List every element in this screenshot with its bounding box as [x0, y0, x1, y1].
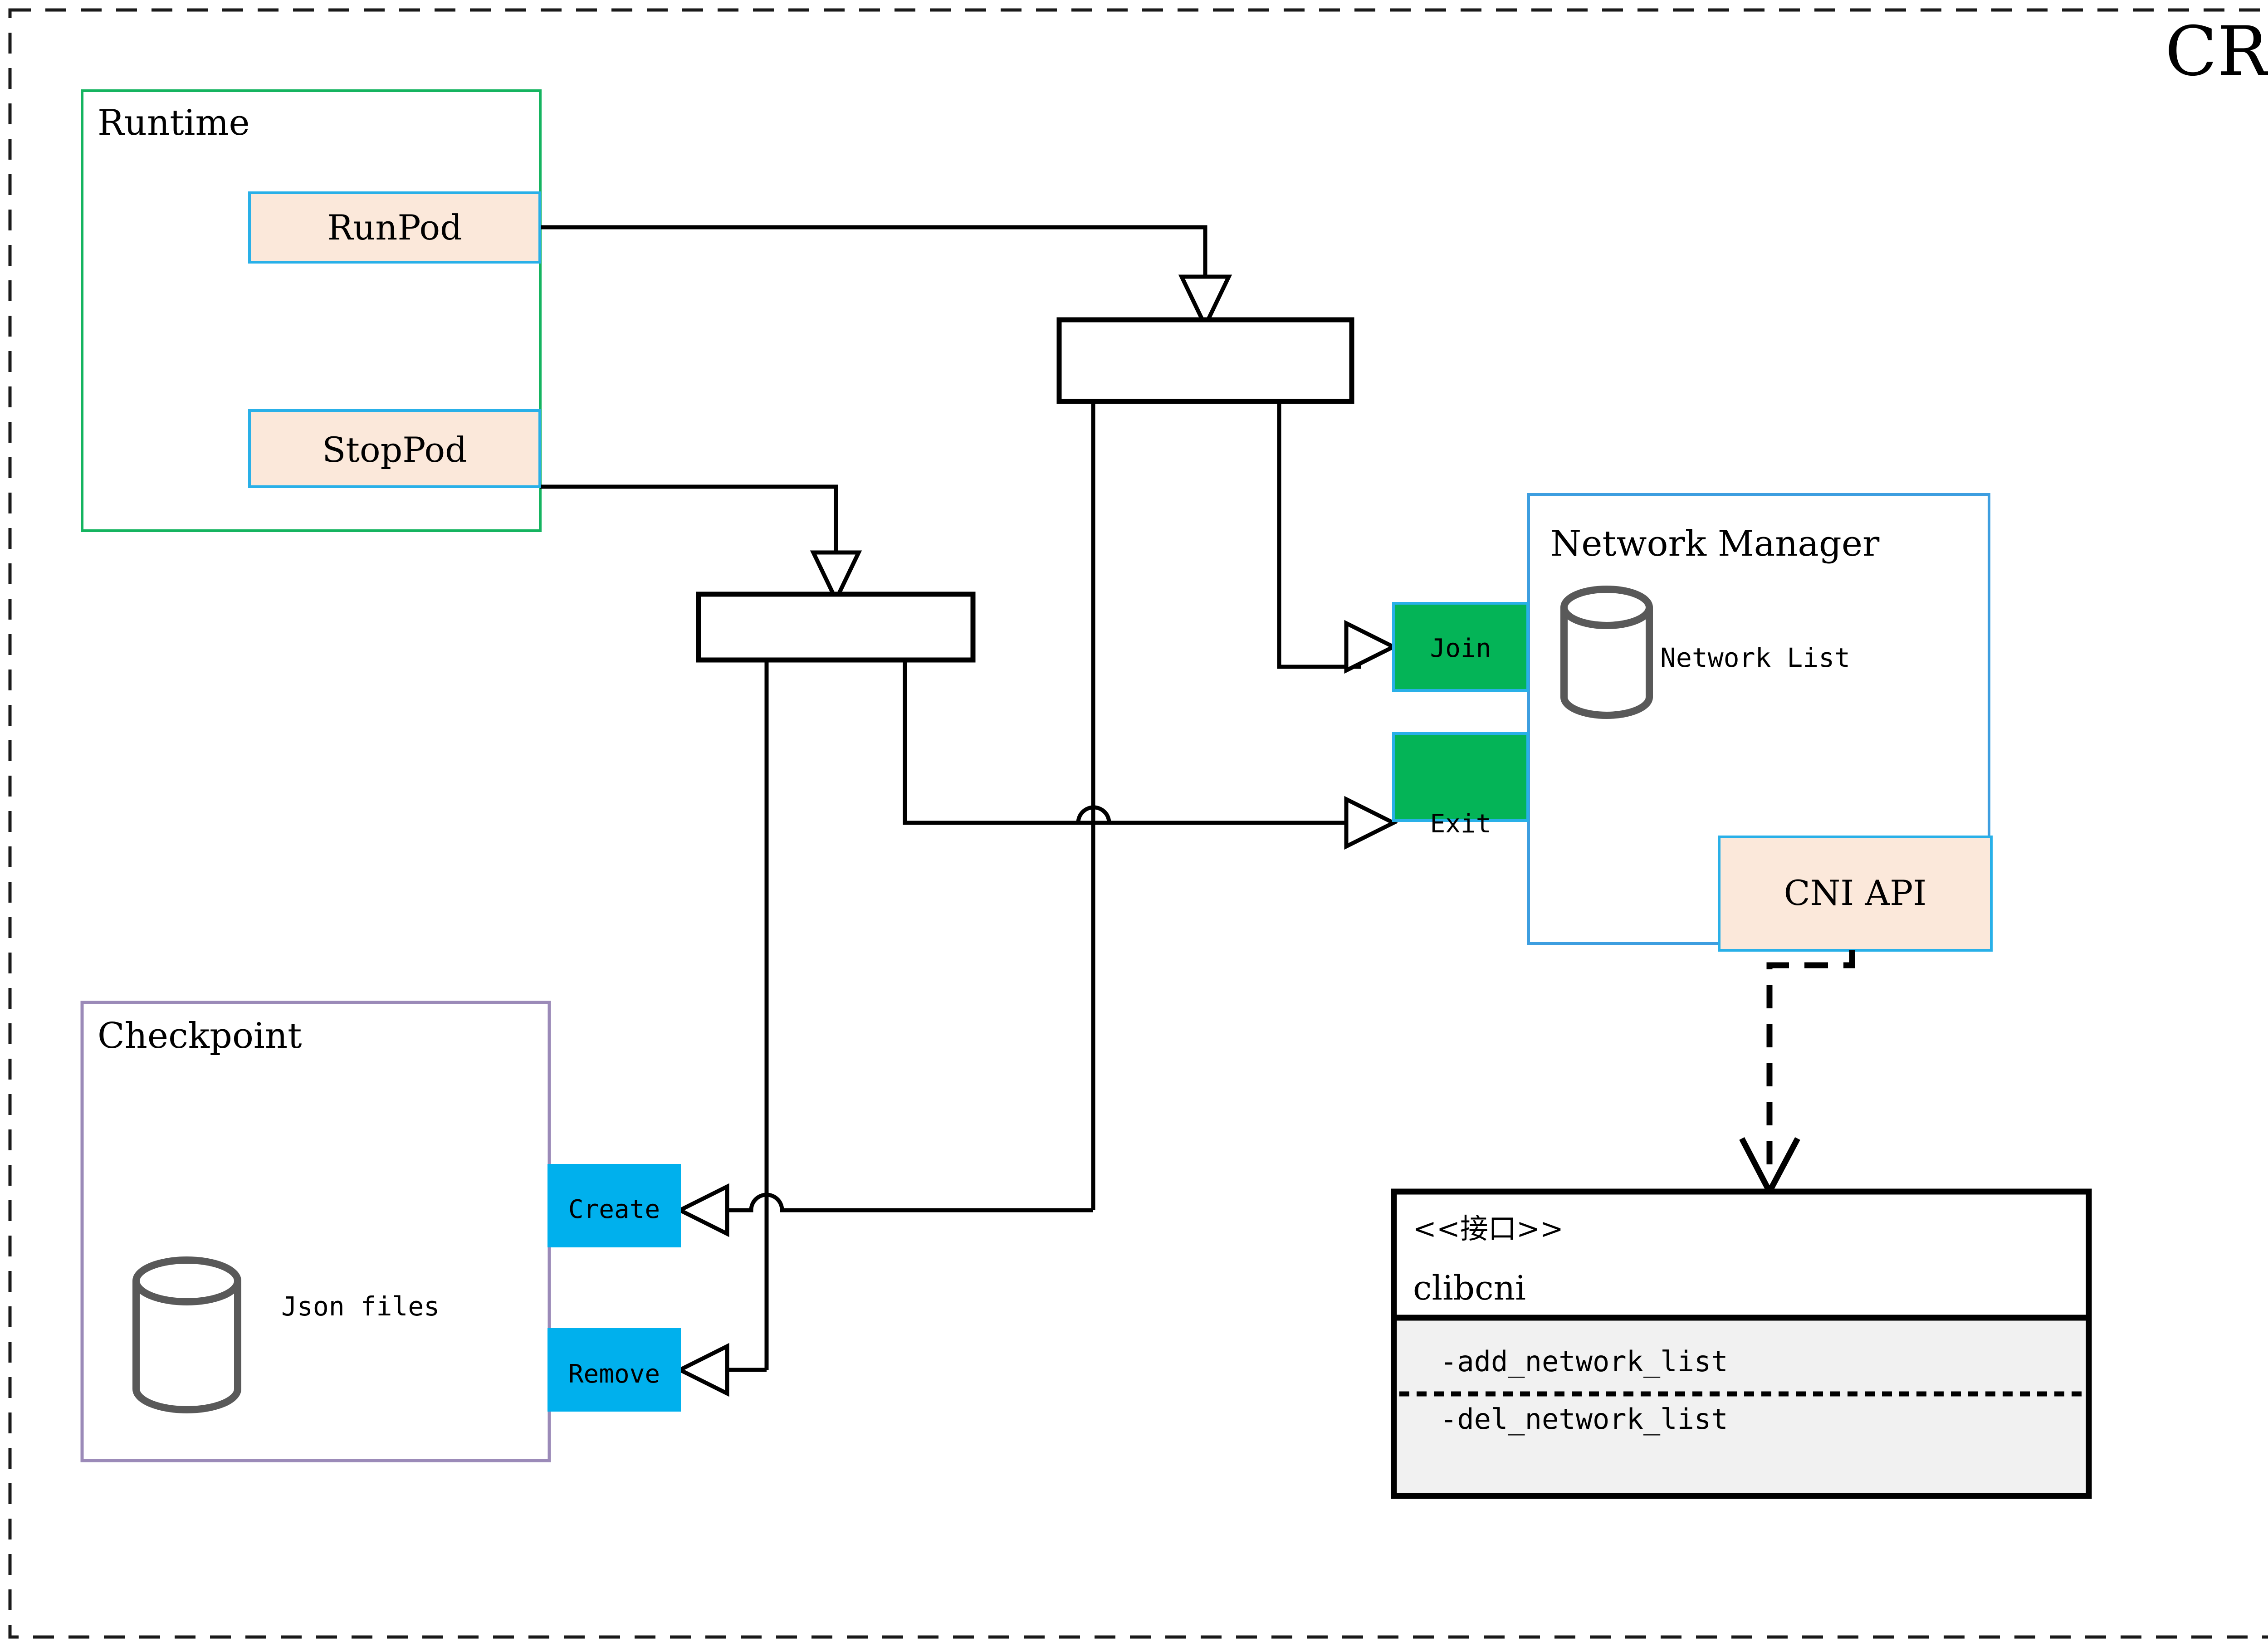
package-runtime-label: Runtime: [98, 103, 250, 143]
operation-cni-api-label: CNI API: [1784, 873, 1927, 913]
arrowhead-join: [1344, 620, 1398, 674]
fork-bar-stoppod: [696, 591, 976, 663]
fork-bar-runpod: [1056, 317, 1354, 404]
database-cylinder-icon: [132, 1256, 241, 1413]
connector-fork1-right: [1277, 401, 1361, 669]
arrowhead-layer: [675, 274, 1398, 1397]
connector-runpod-to-fork: [540, 225, 1207, 286]
operation-exit-label: Exit: [1430, 809, 1491, 839]
interface-clibcni-method-0: -add_network_list: [1440, 1345, 1728, 1378]
checkpoint-store-label: Json files: [281, 1291, 440, 1322]
interface-clibcni-name: clibcni: [1413, 1269, 1526, 1308]
operation-create[interactable]: [547, 1164, 681, 1247]
operation-remove-label: Remove: [568, 1359, 660, 1389]
page-title: CRI: [2165, 12, 2268, 91]
operation-join-label: Join: [1430, 634, 1491, 663]
operation-stoppod[interactable]: [248, 409, 541, 488]
arrowhead-exit: [1344, 796, 1398, 850]
connector-create-line: [708, 1192, 1093, 1212]
operation-create-label: Create: [568, 1195, 660, 1224]
operation-runpod[interactable]: [248, 191, 541, 264]
interface-clibcni-outline: [1391, 1188, 2092, 1499]
connector-cniapi-to-clibcni: [1766, 950, 1855, 1179]
operation-join[interactable]: [1392, 602, 1529, 692]
package-checkpoint-label: Checkpoint: [98, 1016, 302, 1056]
operation-cni-api[interactable]: [1718, 836, 1993, 952]
connector-exit-line: [905, 805, 1361, 825]
interface-clibcni-stereotype: <<接口>>: [1413, 1212, 1564, 1245]
arrowhead-remove: [675, 1343, 729, 1397]
arrowhead-fork2-in: [810, 550, 862, 605]
interface-clibcni-method-1: -del_network_list: [1440, 1403, 1728, 1436]
operation-exit[interactable]: [1392, 732, 1529, 822]
network-list-label: Network List: [1660, 642, 1850, 673]
connector-stoppod-to-fork: [540, 484, 838, 560]
network-list-cylinder-icon: [1560, 586, 1653, 719]
operation-remove[interactable]: [547, 1328, 681, 1412]
arrowhead-fork1-in: [1178, 274, 1232, 331]
arrowhead-create: [675, 1183, 729, 1237]
operation-runpod-label: RunPod: [327, 207, 462, 248]
operation-stoppod-label: StopPod: [322, 430, 467, 470]
connector-layer: [540, 225, 1361, 1372]
interface-clibcni-methods-compartment: [1394, 1318, 2089, 1496]
package-network-manager-label: Network Manager: [1550, 523, 1880, 564]
